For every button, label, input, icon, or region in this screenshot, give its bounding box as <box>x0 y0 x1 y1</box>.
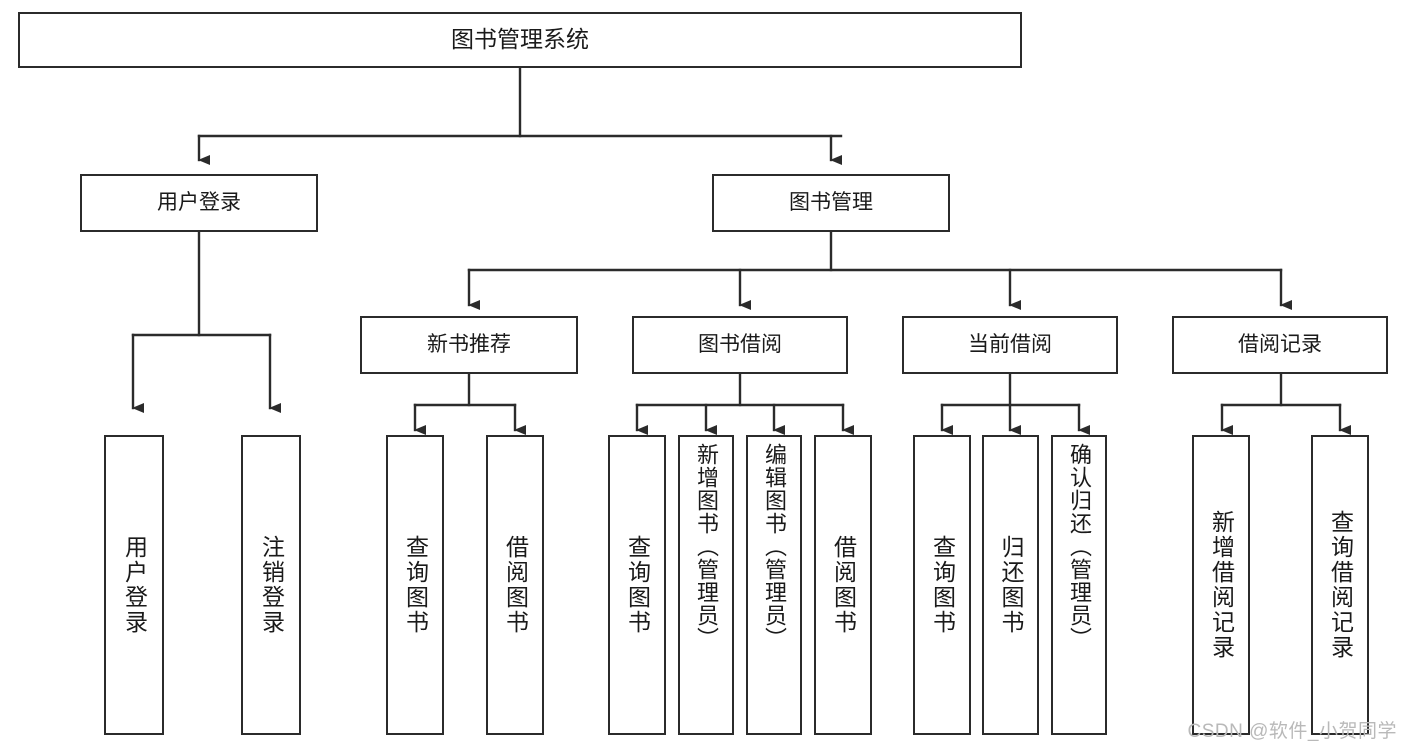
node-book-management[interactable]: 图书管理 <box>712 174 950 232</box>
leaf-query-borrow-record[interactable]: 查询借阅记录 <box>1311 435 1369 735</box>
node-borrow-record[interactable]: 借阅记录 <box>1172 316 1388 374</box>
node-current-borrow[interactable]: 当前借阅 <box>902 316 1118 374</box>
node-book-borrow[interactable]: 图书借阅 <box>632 316 848 374</box>
leaf-query-book-borrow[interactable]: 查询图书 <box>608 435 666 735</box>
leaf-confirm-return-admin[interactable]: 确认归还（管理员） <box>1051 435 1107 735</box>
leaf-add-book-admin-label: 新增图书（管理员） <box>694 443 719 650</box>
leaf-borrow-book-label: 借阅图书 <box>830 535 857 635</box>
watermark: CSDN @软件_小贺同学 <box>1188 716 1397 743</box>
leaf-query-borrow-record-label: 查询借阅记录 <box>1327 510 1354 660</box>
node-user-login-label: 用户登录 <box>157 190 241 214</box>
watermark-text: CSDN @软件_小贺同学 <box>1187 721 1397 742</box>
leaf-logout-login[interactable]: 注销登录 <box>241 435 301 735</box>
leaf-query-book-recommend[interactable]: 查询图书 <box>386 435 444 735</box>
node-book-borrow-label: 图书借阅 <box>698 332 782 356</box>
node-root[interactable]: 图书管理系统 <box>18 12 1022 68</box>
leaf-return-book[interactable]: 归还图书 <box>982 435 1039 735</box>
leaf-add-borrow-record[interactable]: 新增借阅记录 <box>1192 435 1250 735</box>
node-user-login[interactable]: 用户登录 <box>80 174 318 232</box>
node-book-management-label: 图书管理 <box>789 190 873 214</box>
node-borrow-record-label: 借阅记录 <box>1238 332 1322 356</box>
leaf-borrow-book[interactable]: 借阅图书 <box>814 435 872 735</box>
leaf-edit-book-admin-label: 编辑图书（管理员） <box>762 443 787 650</box>
leaf-add-borrow-record-label: 新增借阅记录 <box>1208 510 1235 660</box>
leaf-query-book-current-label: 查询图书 <box>929 535 956 635</box>
leaf-user-login[interactable]: 用户登录 <box>104 435 164 735</box>
node-new-book-recommend[interactable]: 新书推荐 <box>360 316 578 374</box>
node-new-book-recommend-label: 新书推荐 <box>427 332 511 356</box>
leaf-add-book-admin[interactable]: 新增图书（管理员） <box>678 435 734 735</box>
leaf-user-login-label: 用户登录 <box>121 535 148 635</box>
leaf-borrow-book-recommend-label: 借阅图书 <box>502 535 529 635</box>
leaf-borrow-book-recommend[interactable]: 借阅图书 <box>486 435 544 735</box>
leaf-return-book-label: 归还图书 <box>998 535 1024 635</box>
leaf-logout-login-label: 注销登录 <box>258 535 285 635</box>
leaf-query-book-current[interactable]: 查询图书 <box>913 435 971 735</box>
leaf-confirm-return-admin-label: 确认归还（管理员） <box>1067 443 1092 650</box>
node-root-label: 图书管理系统 <box>451 26 589 53</box>
leaf-edit-book-admin[interactable]: 编辑图书（管理员） <box>746 435 802 735</box>
leaf-query-book-borrow-label: 查询图书 <box>624 535 651 635</box>
leaf-query-book-recommend-label: 查询图书 <box>402 535 429 635</box>
node-current-borrow-label: 当前借阅 <box>968 332 1052 356</box>
